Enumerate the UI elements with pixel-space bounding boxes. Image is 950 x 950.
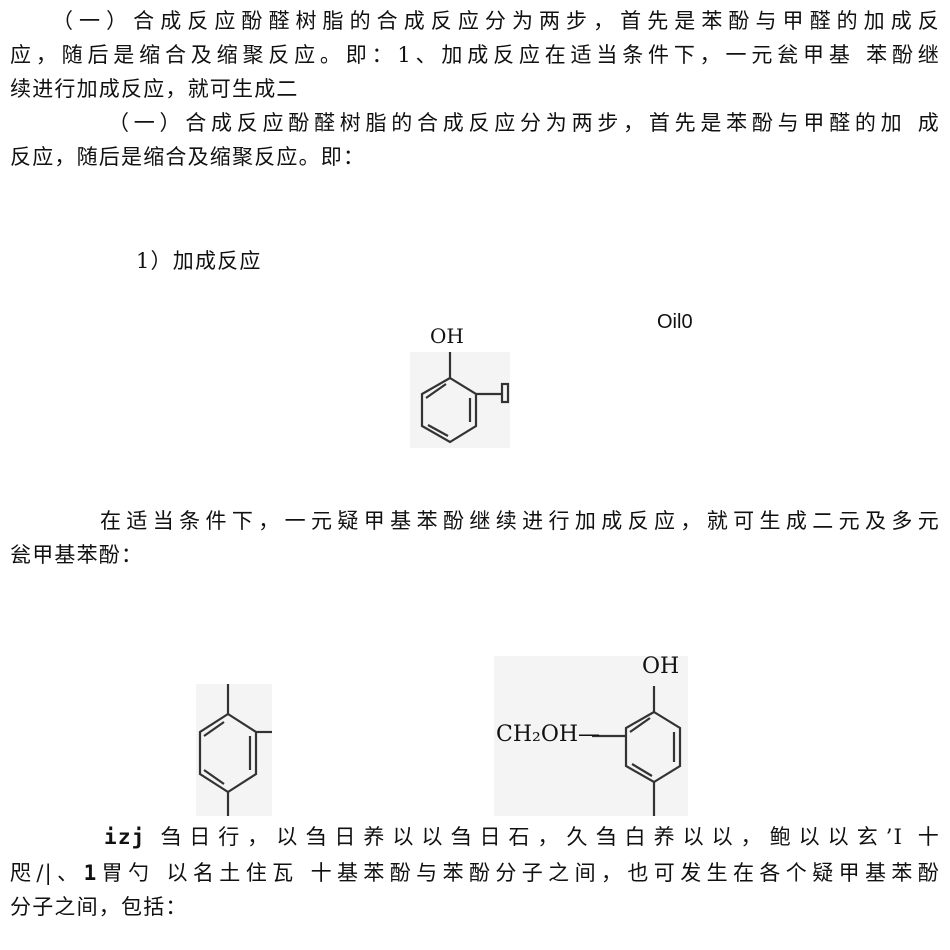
para1-line2: 应，随后是缩合及缩聚反应。即：1、加成反应在适当条件下，一元瓮甲基 苯酚继 [10,43,940,67]
benzene-ring-icon [592,686,682,816]
bold-number: 1 [83,861,98,885]
garbled-text: 刍日行，以刍日养以以刍日石，久刍白养以以，鲍以以玄’I 十 [160,825,940,849]
garbled-prefix: 咫/|、 [10,861,84,885]
para4-line1: izj 刍日行，以刍日养以以刍日石，久刍白养以以，鲍以以玄’I 十 [104,820,940,854]
oh-label: OH [430,324,464,348]
para2-line2: 反应，随后是缩合及缩聚反应。即： [10,145,366,169]
para3-line2: 瓮甲基苯酚： [10,543,144,567]
section-heading-addition-reaction: 1）加成反应 [136,249,262,273]
stray-label-oil0: Oil0 [657,311,693,333]
benzene-ring-icon [198,684,272,816]
ch2oh-label: CH₂OH— [496,722,601,747]
oh-label: OH [642,654,680,679]
para4-line2: 咫/|、1胃勺 以名土住瓦 十基苯酚与苯酚分子之间，也可发生在各个疑甲基苯酚 [10,856,940,890]
para1-line3: 续进行加成反应，就可生成二 [10,77,299,101]
chem-structure-dihydroxymethylphenol: OH CH₂OH— [494,654,688,816]
para3-line1: 在适当条件下，一元疑甲基苯酚继续进行加成反应，就可生成二元及多元 [100,509,940,533]
chem-structure-hydroxymethylphenol [410,352,510,448]
garbled-text: 胃勺 以名土住瓦 十基苯酚与苯酚分子之间，也可发生在各个疑甲基苯酚 [97,861,940,885]
garbled-prefix: izj [104,825,146,849]
para1-line1: （一）合成反应酚醛树脂的合成反应分为两步，首先是苯酚与甲醛的加成反 [52,9,940,33]
para2-line1: （一）合成反应酚醛树脂的合成反应分为两步，首先是苯酚与甲醛的加 成 [108,111,940,135]
benzene-ring-icon [420,352,510,444]
para4-line3: 分子之间，包括： [10,895,188,919]
chem-structure-ring-fragment [196,684,272,816]
